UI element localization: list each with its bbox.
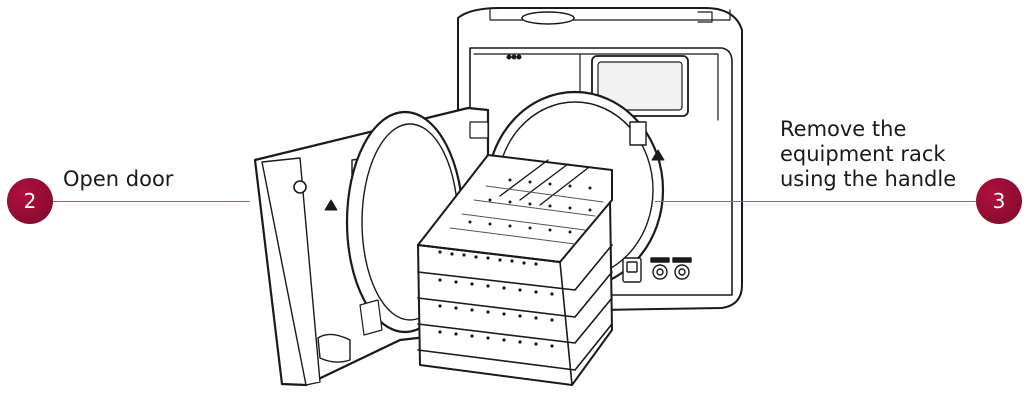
step-2-badge: 2 xyxy=(7,178,53,224)
step-3-label-line: Remove the xyxy=(780,117,907,141)
step-3-label-line: using the handle xyxy=(780,167,957,191)
step-3-label: Remove the equipment rack using the hand… xyxy=(780,117,956,192)
callout-line-step-3 xyxy=(655,201,977,202)
connector-panel xyxy=(622,257,692,283)
step-2-label: Open door xyxy=(63,167,174,191)
callout-line-step-2 xyxy=(52,201,250,202)
equipment-rack xyxy=(417,154,613,386)
step-3-label-line: equipment rack xyxy=(780,142,946,166)
display-screen xyxy=(591,55,689,117)
step-3-badge: 3 xyxy=(976,178,1022,224)
